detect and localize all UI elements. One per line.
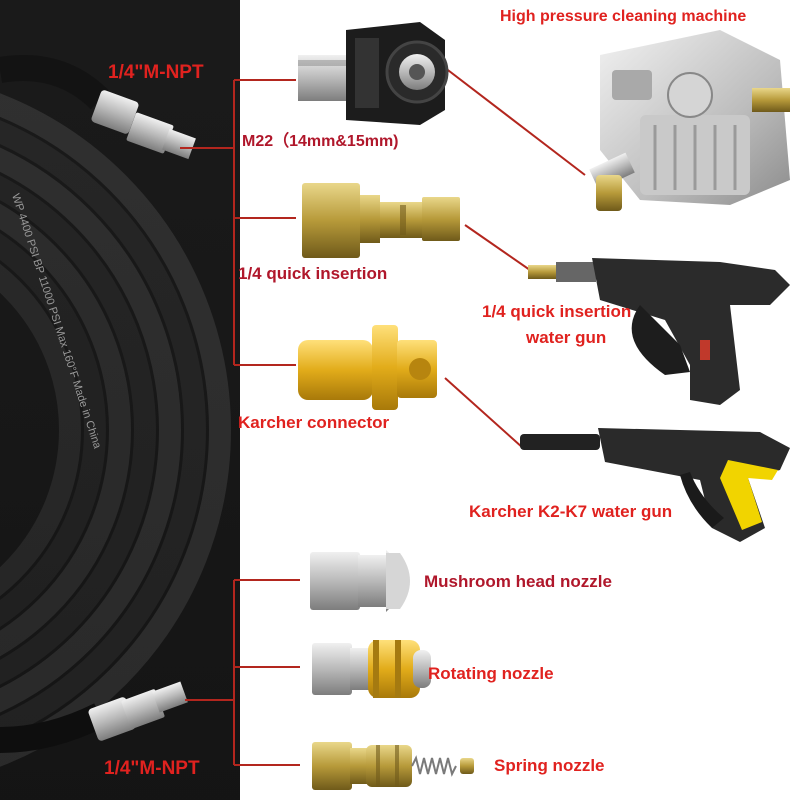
hose-coil	[0, 0, 240, 800]
top-hose-fitting	[91, 90, 196, 160]
karcher-gun-icon	[520, 428, 790, 542]
bottom-hose-fitting	[88, 681, 188, 741]
top-thread-label: 1/4"M-NPT	[108, 62, 204, 83]
rotating-nozzle-label: Rotating nozzle	[428, 664, 554, 683]
cleaning-machine-label: High pressure cleaning machine	[500, 8, 747, 25]
m22-adapter-icon	[298, 22, 449, 125]
spring-nozzle-label: Spring nozzle	[494, 756, 605, 775]
mushroom-nozzle-label: Mushroom head nozzle	[424, 572, 612, 591]
lower-connector-lines	[185, 579, 300, 766]
quick-gun-label-line2: water gun	[526, 328, 607, 347]
bottom-thread-label: 1/4"M-NPT	[104, 758, 200, 779]
m22-label: M22（14mm&15mm)	[242, 133, 399, 150]
pressure-washer-pump-icon	[589, 30, 790, 211]
quick-insertion-label: 1/4 quick insertion	[238, 264, 388, 283]
quick-coupler-icon	[302, 183, 460, 258]
spring-nozzle-icon	[312, 742, 474, 790]
rotating-nozzle-icon	[312, 640, 431, 698]
spray-gun-icon	[528, 258, 790, 405]
karcher-connector-label: Karcher connector	[238, 413, 390, 432]
upper-connector-lines	[180, 63, 586, 449]
quick-gun-label-line1: 1/4 quick insertion	[482, 302, 632, 321]
karcher-gun-label: Karcher K2-K7 water gun	[469, 502, 673, 521]
karcher-adapter-icon	[298, 325, 437, 410]
mushroom-nozzle-icon	[310, 550, 410, 612]
